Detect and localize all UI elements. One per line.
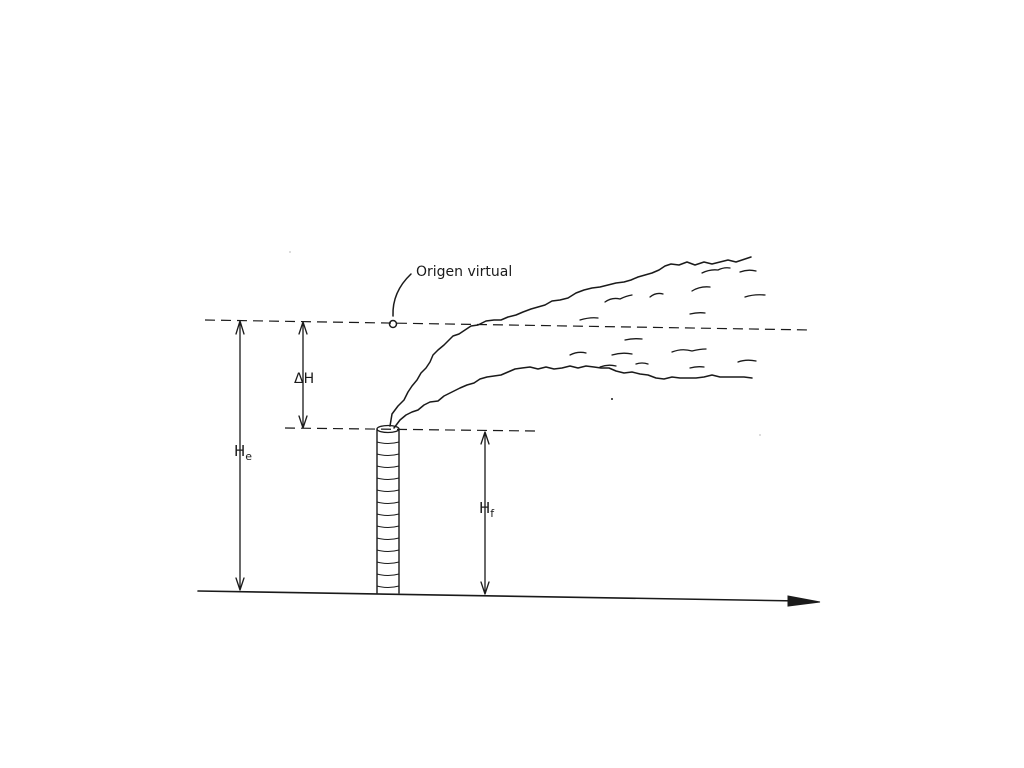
virtual-origin-pointer bbox=[392, 273, 412, 317]
speck bbox=[289, 251, 291, 253]
he-label-subscript: e bbox=[245, 450, 252, 463]
ground-line bbox=[197, 590, 801, 602]
ground-arrowhead-icon bbox=[787, 595, 821, 607]
hf-dimension-arrow bbox=[480, 431, 490, 595]
delta-h-label: ΔH bbox=[294, 371, 314, 387]
smoke-plume bbox=[389, 256, 766, 429]
hf-label-main: H bbox=[479, 499, 490, 517]
effective-height-dashed-line bbox=[204, 319, 813, 331]
virtual-origin-label: Origen virtual bbox=[416, 264, 512, 280]
stack-top-dashed-line bbox=[284, 427, 536, 432]
he-label: He bbox=[234, 442, 252, 463]
hf-label: Hf bbox=[479, 499, 495, 520]
virtual-origin-point-icon bbox=[388, 319, 398, 329]
speck bbox=[611, 398, 613, 400]
delta-h-dimension-arrow bbox=[298, 321, 308, 429]
ground-axis bbox=[197, 590, 821, 607]
speck bbox=[759, 434, 761, 436]
he-label-main: H bbox=[234, 442, 245, 460]
chimney-stack bbox=[376, 424, 400, 594]
hf-label-subscript: f bbox=[490, 507, 495, 520]
virtual-origin-marker bbox=[388, 273, 412, 329]
plume-upper-edge bbox=[389, 256, 752, 427]
plume-lower-edge bbox=[393, 365, 753, 429]
he-dimension-arrow bbox=[235, 320, 245, 591]
plume-turbulence-strokes bbox=[569, 267, 766, 369]
